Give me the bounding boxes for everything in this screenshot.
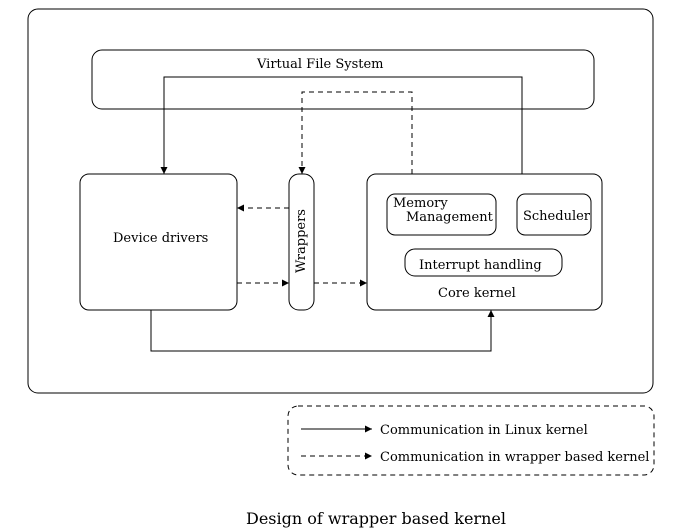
arrow-kernel-to-wrappers-dashed bbox=[298, 91, 413, 174]
arrow-drivers-to-kernel bbox=[150, 310, 495, 352]
figure-caption: Design of wrapper based kernel bbox=[246, 509, 506, 528]
memory-label-line1: Memory bbox=[393, 196, 448, 211]
device-drivers-box bbox=[79, 173, 238, 311]
legend-solid-label: Communication in Linux kernel bbox=[380, 423, 588, 438]
arrow-vfs-to-drivers bbox=[160, 76, 523, 174]
device-drivers-label: Device drivers bbox=[113, 231, 209, 246]
wrappers-label: Wrappers bbox=[294, 209, 309, 273]
outer-frame bbox=[27, 8, 654, 394]
interrupt-handling-label: Interrupt handling bbox=[419, 258, 542, 273]
interrupt-handling-box bbox=[404, 248, 563, 277]
memory-label-line2: Management bbox=[406, 210, 493, 225]
scheduler-label: Scheduler bbox=[523, 209, 591, 224]
legend-box bbox=[287, 405, 655, 476]
core-kernel-box bbox=[366, 173, 603, 311]
memory-management-box bbox=[386, 193, 497, 236]
scheduler-box bbox=[516, 193, 592, 236]
vfs-box bbox=[91, 49, 595, 110]
vfs-label: Virtual File System bbox=[257, 57, 384, 72]
legend-dashed-label: Communication in wrapper based kernel bbox=[380, 450, 650, 465]
core-kernel-label: Core kernel bbox=[438, 286, 516, 301]
